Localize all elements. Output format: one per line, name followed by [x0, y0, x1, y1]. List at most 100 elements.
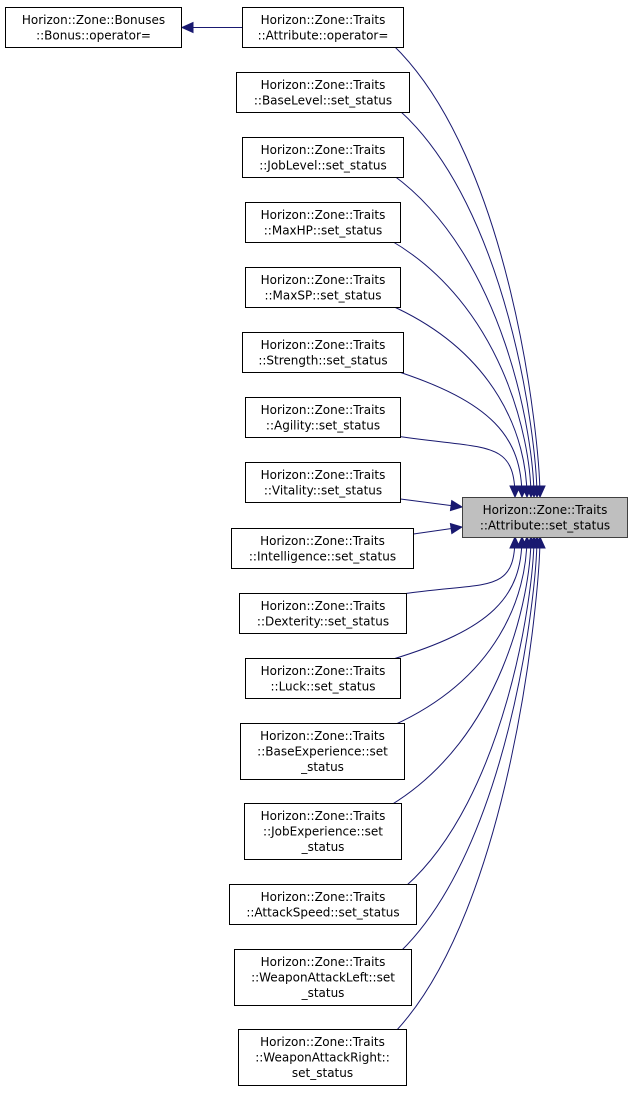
node-box: [234, 949, 412, 1006]
node-label-line: Horizon::Zone::Traits: [260, 729, 385, 743]
edge-line: [395, 536, 516, 596]
node-attackspeed[interactable]: Horizon::Zone::Traits::AttackSpeed::set_…: [229, 884, 417, 925]
node-label-line: _status: [301, 986, 345, 1000]
edge-attr_set_status-to-agility: [389, 434, 521, 499]
edge-attr_set_status-to-joblevel: [392, 174, 540, 499]
node-box: [244, 803, 402, 860]
node-label-line: ::WeaponAttackLeft::set: [251, 971, 395, 985]
node-agility[interactable]: Horizon::Zone::Traits::Agility::set_stat…: [245, 397, 401, 438]
node-label-line: Horizon::Zone::Traits: [261, 468, 386, 482]
node-label-line: ::AttackSpeed::set_status: [246, 905, 399, 919]
graph-edges: [180, 21, 546, 1032]
node-label-line: ::Vitality::set_status: [264, 483, 382, 497]
node-joblevel[interactable]: Horizon::Zone::Traits::JobLevel::set_sta…: [242, 137, 404, 178]
node-baselevel[interactable]: Horizon::Zone::Traits::BaseLevel::set_st…: [236, 72, 410, 113]
node-jobexp[interactable]: Horizon::Zone::Traits::JobExperience::se…: [244, 803, 402, 860]
edge-line: [389, 239, 532, 498]
node-label-line: set_status: [292, 1066, 353, 1080]
edge-attr_set_status-to-vitality: [400, 498, 464, 512]
node-label-line: Horizon::Zone::Traits: [261, 403, 386, 417]
node-label-line: Horizon::Zone::Traits: [260, 534, 385, 548]
edge-line: [392, 369, 523, 498]
node-box: [5, 7, 182, 48]
node-label-line: _status: [301, 840, 345, 854]
node-maxsp[interactable]: Horizon::Zone::Traits::MaxSP::set_status: [245, 267, 401, 308]
edge-line: [405, 536, 535, 887]
edge-line: [389, 304, 528, 498]
node-label-line: Horizon::Zone::Traits: [261, 599, 386, 613]
node-label-line: ::Attribute::operator=: [258, 28, 389, 42]
node-box: [242, 332, 404, 373]
edge-attr_set_status-to-maxhp: [389, 239, 537, 499]
node-label-line: Horizon::Zone::Traits: [261, 809, 386, 823]
edge-attr_set_status-to-attackspeed: [405, 535, 540, 887]
arrowhead-icon: [449, 499, 464, 512]
node-label-line: Horizon::Zone::Traits: [261, 78, 386, 92]
node-vitality[interactable]: Horizon::Zone::Traits::Vitality::set_sta…: [245, 462, 401, 503]
edge-line: [389, 434, 516, 498]
node-watkleft[interactable]: Horizon::Zone::Traits::WeaponAttackLeft:…: [234, 949, 412, 1006]
arrowhead-icon: [509, 535, 521, 549]
node-label-line: ::Strength::set_status: [258, 353, 387, 367]
node-label-line: ::WeaponAttackRight::: [255, 1051, 390, 1065]
node-label-line: ::MaxHP::set_status: [264, 223, 382, 237]
node-label-line: ::Luck::set_status: [270, 679, 375, 693]
node-label-line: ::JobLevel::set_status: [259, 158, 387, 172]
edge-attr_set_status-to-dexterity: [395, 535, 521, 596]
node-label-line: Horizon::Zone::Traits: [261, 13, 386, 27]
node-label-line: ::Dexterity::set_status: [257, 614, 389, 628]
arrowhead-icon: [449, 522, 464, 535]
node-label-line: Horizon::Zone::Traits: [261, 664, 386, 678]
node-box: [245, 658, 401, 699]
node-box: [238, 1029, 407, 1086]
node-label-line: ::Agility::set_status: [266, 418, 380, 432]
node-box: [242, 137, 404, 178]
node-label-line: Horizon::Zone::Traits: [261, 890, 386, 904]
node-box: [239, 593, 407, 634]
edge-attr_op-to-bonus_op: [180, 21, 243, 34]
edge-attr_set_status-to-intelligence: [413, 522, 464, 535]
edge-line: [390, 536, 532, 806]
edge-line: [392, 44, 541, 498]
node-label-line: ::Bonus::operator=: [36, 28, 151, 42]
node-label-line: Horizon::Zone::Bonuses: [22, 13, 165, 27]
node-maxhp[interactable]: Horizon::Zone::Traits::MaxHP::set_status: [245, 202, 401, 243]
node-dexterity[interactable]: Horizon::Zone::Traits::Dexterity::set_st…: [239, 593, 407, 634]
node-box: [245, 202, 401, 243]
edge-line: [400, 536, 538, 952]
node-strength[interactable]: Horizon::Zone::Traits::Strength::set_sta…: [242, 332, 404, 373]
node-box: [231, 528, 414, 569]
node-label-line: Horizon::Zone::Traits: [261, 143, 386, 157]
edge-line: [392, 174, 535, 498]
node-box: [245, 267, 401, 308]
node-label-line: Horizon::Zone::Traits: [483, 503, 608, 517]
node-label-line: ::BaseLevel::set_status: [254, 93, 392, 107]
node-watkright[interactable]: Horizon::Zone::Traits::WeaponAttackRight…: [238, 1029, 407, 1086]
node-intelligence[interactable]: Horizon::Zone::Traits::Intelligence::set…: [231, 528, 414, 569]
node-attr_set_status[interactable]: Horizon::Zone::Traits::Attribute::set_st…: [462, 497, 628, 538]
node-label-line: Horizon::Zone::Traits: [261, 273, 386, 287]
node-label-line: ::Intelligence::set_status: [249, 549, 396, 563]
arrowhead-icon: [516, 485, 528, 499]
edge-attr_set_status-to-strength: [392, 369, 528, 499]
node-box: [245, 462, 401, 503]
node-label-line: Horizon::Zone::Traits: [261, 208, 386, 222]
edge-attr_set_status-to-watkleft: [400, 535, 543, 952]
node-box: [462, 497, 628, 538]
node-bonus_op[interactable]: Horizon::Zone::Bonuses::Bonus::operator=: [5, 7, 182, 48]
graph-nodes: Horizon::Zone::Bonuses::Bonus::operator=…: [5, 7, 628, 1086]
node-box: [242, 7, 404, 48]
node-box: [245, 397, 401, 438]
node-attr_op[interactable]: Horizon::Zone::Traits::Attribute::operat…: [242, 7, 404, 48]
node-luck[interactable]: Horizon::Zone::Traits::Luck::set_status: [245, 658, 401, 699]
node-box: [229, 884, 417, 925]
arrowhead-icon: [180, 21, 194, 34]
node-label-line: _status: [300, 760, 344, 774]
node-box: [240, 723, 405, 780]
node-baseexp[interactable]: Horizon::Zone::Traits::BaseExperience::s…: [240, 723, 405, 780]
node-box: [236, 72, 410, 113]
edge-line: [398, 109, 538, 498]
arrowhead-icon: [509, 485, 521, 499]
edge-line: [393, 536, 528, 726]
